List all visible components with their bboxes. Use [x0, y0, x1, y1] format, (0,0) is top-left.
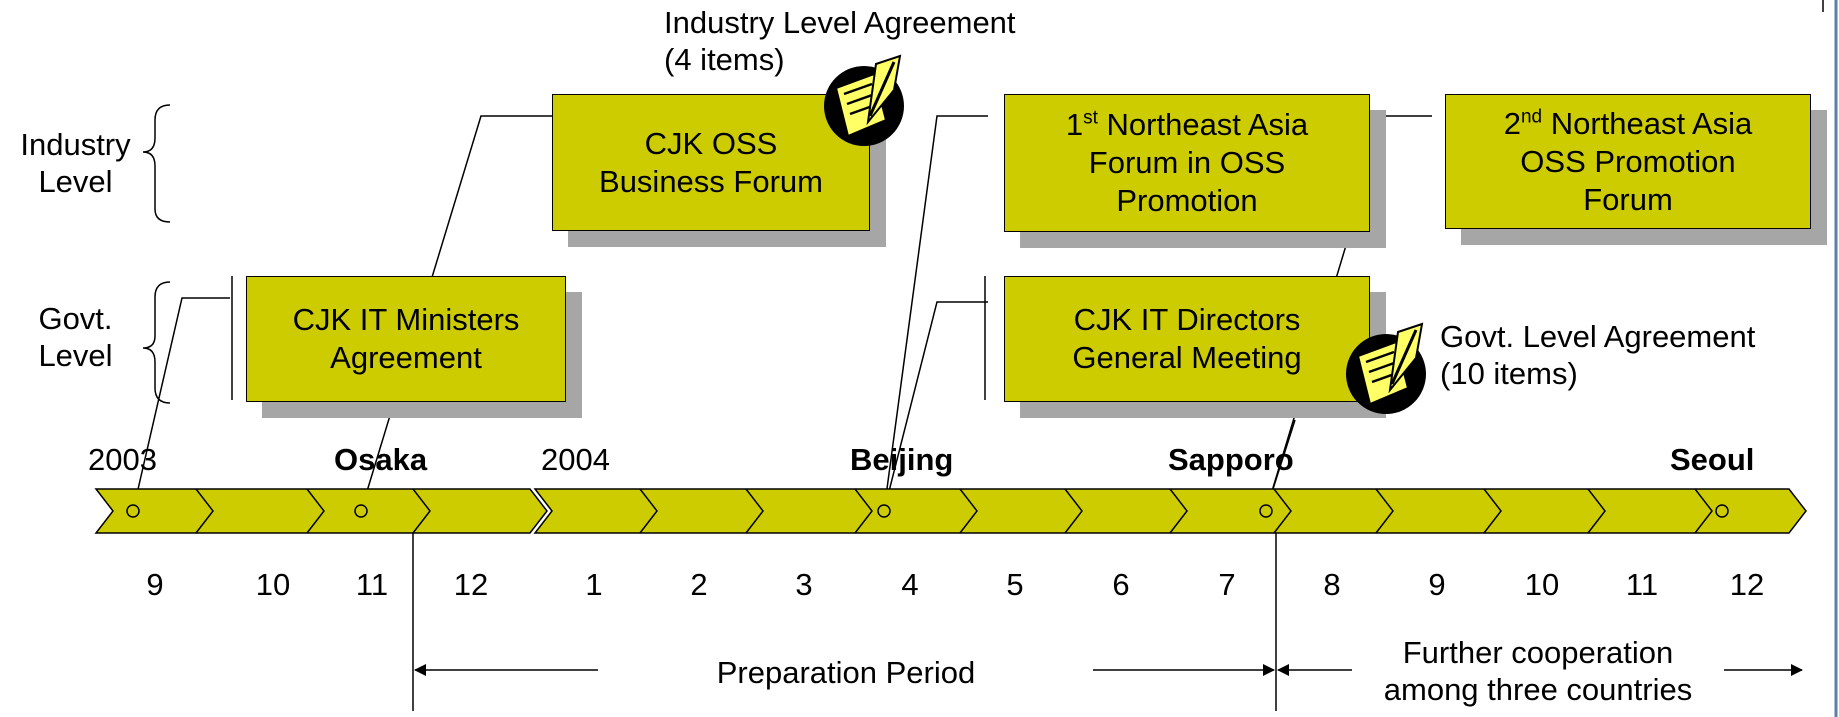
- forum1-line1: 1st Northeast Asia: [1065, 107, 1309, 142]
- agreement-document-icon: [1346, 322, 1426, 414]
- marker-sep-2003: [126, 504, 140, 518]
- month-label: 11: [1625, 567, 1659, 602]
- timeline-event-markers: [126, 504, 1729, 518]
- govt-agreement-label: Govt. Level Agreement (10 items): [1440, 318, 1755, 392]
- forum2-line2: OSS Promotion: [1520, 143, 1736, 179]
- timeline-2003: [94, 488, 548, 534]
- industry-level-label: Industry Level: [8, 126, 143, 200]
- govt-level-line1: Govt.: [38, 301, 113, 336]
- month-label: 3: [795, 567, 813, 602]
- cjk-oss-business-forum-box: CJK OSS Business Forum: [552, 94, 870, 231]
- month-label: 12: [1729, 567, 1765, 602]
- ministers-line1: CJK IT Ministers: [292, 302, 520, 337]
- ministers-line2: Agreement: [330, 340, 482, 375]
- agreement-document-icon: [824, 54, 904, 146]
- marker-apr-2004: [877, 504, 891, 518]
- month-label: 6: [1112, 567, 1130, 602]
- govt-agreement-title: Govt. Level Agreement: [1440, 319, 1756, 354]
- govt-brace: [142, 281, 171, 404]
- year-2004: 2004: [541, 442, 610, 477]
- directors-line1: CJK IT Directors: [1073, 302, 1301, 337]
- industry-level-line1: Industry: [20, 127, 131, 162]
- cjk-it-ministers-agreement-box: CJK IT Ministers Agreement: [246, 276, 566, 402]
- timeline-chevron-dividers: [195, 488, 1713, 534]
- month-label: 10: [1524, 567, 1560, 602]
- month-label: 11: [355, 567, 389, 602]
- industry-level-line2: Level: [38, 164, 113, 199]
- city-sapporo: Sapporo: [1168, 442, 1294, 477]
- month-label: 9: [1428, 567, 1446, 602]
- month-label: 1: [585, 567, 603, 602]
- year-2003: 2003: [88, 442, 157, 477]
- timeline-2004: [533, 488, 1807, 534]
- northeast-asia-forum-2-box: 2nd Northeast Asia OSS Promotion Forum: [1445, 94, 1811, 229]
- marker-jul-2004: [1259, 504, 1273, 518]
- month-label: 5: [1006, 567, 1024, 602]
- govt-agreement-count: (10 items): [1440, 356, 1578, 391]
- month-label: 9: [146, 567, 164, 602]
- callout-ministers: [132, 297, 230, 512]
- city-seoul: Seoul: [1670, 442, 1755, 477]
- callout-directors: [883, 301, 988, 512]
- northeast-asia-forum-1-box: 1st Northeast Asia Forum in OSS Promotio…: [1004, 94, 1370, 232]
- city-beijing: Beijing: [850, 442, 954, 477]
- further-cooperation-label: Further cooperation among three countrie…: [1352, 634, 1724, 708]
- govt-level-line2: Level: [38, 338, 113, 373]
- month-label: 12: [453, 567, 489, 602]
- industry-brace: [142, 104, 171, 223]
- forum1-line3: Promotion: [1116, 183, 1258, 218]
- forum2-line3: Forum: [1583, 181, 1673, 217]
- forum1-line2: Forum in OSS: [1088, 145, 1286, 180]
- month-label: 4: [901, 567, 919, 602]
- marker-dec-2004: [1715, 504, 1729, 518]
- month-label: 7: [1218, 567, 1236, 602]
- oss-forum-line2: Business Forum: [599, 163, 823, 199]
- govt-level-label: Govt. Level: [8, 300, 143, 374]
- further-line1: Further cooperation: [1402, 635, 1674, 670]
- oss-forum-line1: CJK OSS: [644, 125, 778, 161]
- industry-agreement-label: Industry Level Agreement (4 items): [664, 4, 1016, 78]
- month-label: 8: [1323, 567, 1341, 602]
- further-line2: among three countries: [1383, 672, 1693, 707]
- industry-agreement-count: (4 items): [664, 42, 785, 77]
- cjk-it-directors-meeting-box: CJK IT Directors General Meeting: [1004, 276, 1370, 402]
- preparation-period-label: Preparation Period: [716, 655, 976, 690]
- forum2-line1: 2nd Northeast Asia: [1503, 105, 1753, 141]
- month-label: 2: [690, 567, 708, 602]
- callout-forum1: [883, 115, 988, 512]
- month-label: 10: [255, 567, 291, 602]
- industry-agreement-title: Industry Level Agreement: [664, 5, 1016, 40]
- directors-line2: General Meeting: [1072, 340, 1302, 375]
- city-osaka: Osaka: [334, 442, 428, 477]
- marker-nov-2003: [354, 504, 368, 518]
